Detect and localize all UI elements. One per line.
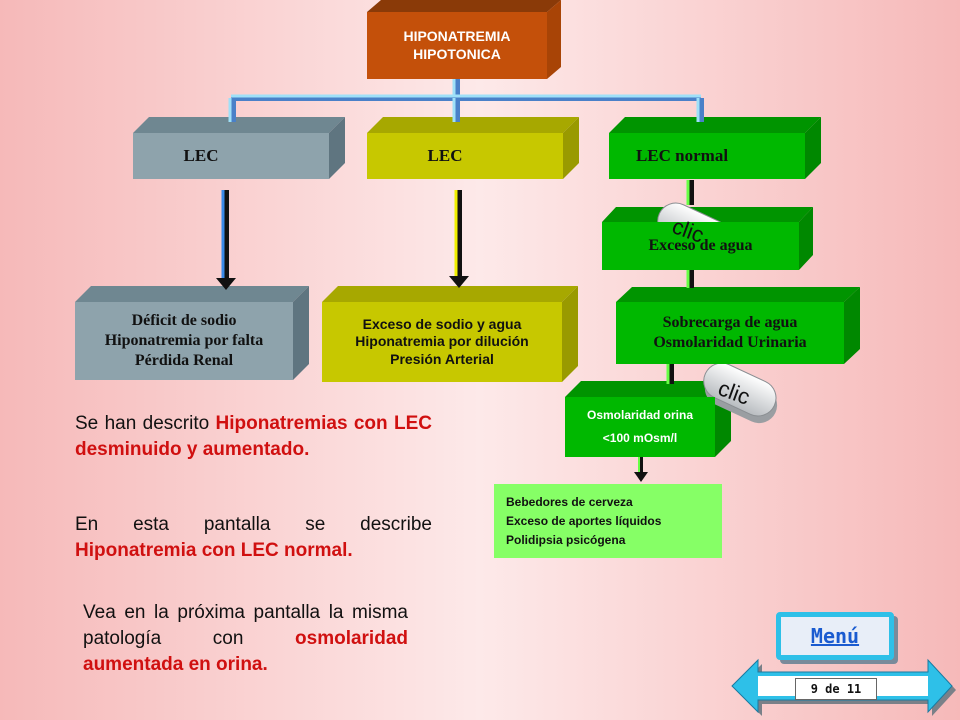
page-indicator: 9 de 11 (795, 678, 877, 700)
causes-list: Bebedores de cerveza Exceso de aportes l… (494, 484, 722, 558)
sobre-side-edge (844, 287, 860, 364)
exceso-sodio-box: Exceso de sodio y agua Hiponatremia por … (322, 302, 562, 382)
arrow-green-3 (666, 364, 674, 384)
title-box: HIPONATREMIA HIPOTONICA (367, 12, 547, 79)
paragraph-2: En esta pantalla se describe Hiponatremi… (75, 512, 432, 564)
paragraph-3: Vea en la próxima pantalla la misma pato… (83, 600, 408, 679)
deficit-side-edge (293, 286, 309, 380)
list-item: Exceso de aportes líquidos (506, 513, 662, 528)
tree-connector (228, 79, 704, 122)
paragraph-1-text: Se han descrito (75, 413, 216, 434)
arrow-grey-down (216, 190, 236, 290)
lec-grey-side-edge (329, 117, 345, 179)
paragraph-2-highlight: Hiponatremia con LEC normal. (75, 540, 353, 562)
exceso-line-3: Presión Arterial (390, 350, 494, 367)
exceso-line-2: Hiponatremia por dilución (355, 333, 529, 350)
sobre-top-edge (616, 287, 860, 302)
list-item: Polidipsia psicógena (506, 532, 626, 547)
lec-yellow-top-edge (367, 117, 579, 133)
paragraph-3-text: Vea en la próxima pantalla la misma pato… (83, 602, 408, 650)
lec-decreased-label: LEC (183, 146, 219, 166)
deficit-line-2: Hiponatremia por falta (104, 332, 264, 349)
exceso-agua-box: Exceso de agua (602, 222, 799, 270)
deficit-sodio-box: Déficit de sodio Hiponatremia por falta … (75, 302, 293, 380)
arrow-yellow-down (449, 190, 469, 288)
lec-increased-box: LEC (367, 133, 563, 179)
list-item: Bebedores de cerveza (506, 494, 633, 509)
exceso-top-edge (322, 286, 578, 302)
lec-grey-top-edge (133, 117, 345, 133)
agua-top-edge (602, 207, 813, 222)
menu-button[interactable]: Menú (776, 612, 894, 660)
title-box-side-edge (547, 0, 561, 79)
exceso-line-1: Exceso de sodio y agua (362, 315, 522, 332)
lec-increased-label: LEC (427, 146, 463, 166)
title-box-top-edge (367, 0, 561, 12)
osmolaridad-line-1: Osmolaridad orina (586, 408, 694, 422)
lec-decreased-box: LEC (133, 133, 329, 179)
deficit-top-edge (75, 286, 309, 302)
clic-capsule-icon-2 (703, 362, 778, 424)
osmolaridad-box: Osmolaridad orina <100 mOsm/l (565, 397, 715, 457)
sobrecarga-line-2: Osmolaridad Urinaria (653, 334, 807, 351)
paragraph-2-text: En esta pantalla se describe (75, 514, 432, 535)
lec-green-top-edge (609, 117, 821, 133)
paragraph-1: Se han descrito Hiponatremias con LEC de… (75, 411, 432, 463)
nav-prev-arrow[interactable] (732, 660, 772, 712)
paragraph-3-highlight: osmolaridad aumentada en orina. (83, 628, 408, 676)
arrow-green-1 (686, 180, 694, 205)
lec-green-side-edge (805, 117, 821, 179)
deficit-line-1: Déficit de sodio (131, 312, 237, 329)
title-line-2: HIPOTONICA (413, 45, 501, 62)
exceso-side-edge (562, 286, 578, 382)
lec-normal-box: LEC normal (609, 133, 805, 179)
agua-side-edge (799, 207, 813, 270)
sobrecarga-line-1: Sobrecarga de agua (662, 314, 798, 331)
deficit-line-3: Pérdida Renal (134, 352, 234, 369)
osmolaridad-line-2: <100 mOsm/l (602, 431, 678, 445)
nav-next-arrow[interactable] (912, 660, 952, 712)
arrow-green-2 (686, 270, 694, 288)
arrow-green-4 (634, 457, 648, 482)
exceso-agua-label: Exceso de agua (648, 237, 753, 254)
lec-yellow-side-edge (563, 117, 579, 179)
paragraph-1-highlight: Hiponatremias con LEC desminuido y aumen… (75, 413, 432, 461)
title-line-1: HIPONATREMIA (403, 28, 511, 44)
osm-top-edge (565, 381, 731, 397)
sobrecarga-box: Sobrecarga de agua Osmolaridad Urinaria (616, 302, 844, 364)
lec-normal-label: LEC normal (635, 146, 729, 166)
